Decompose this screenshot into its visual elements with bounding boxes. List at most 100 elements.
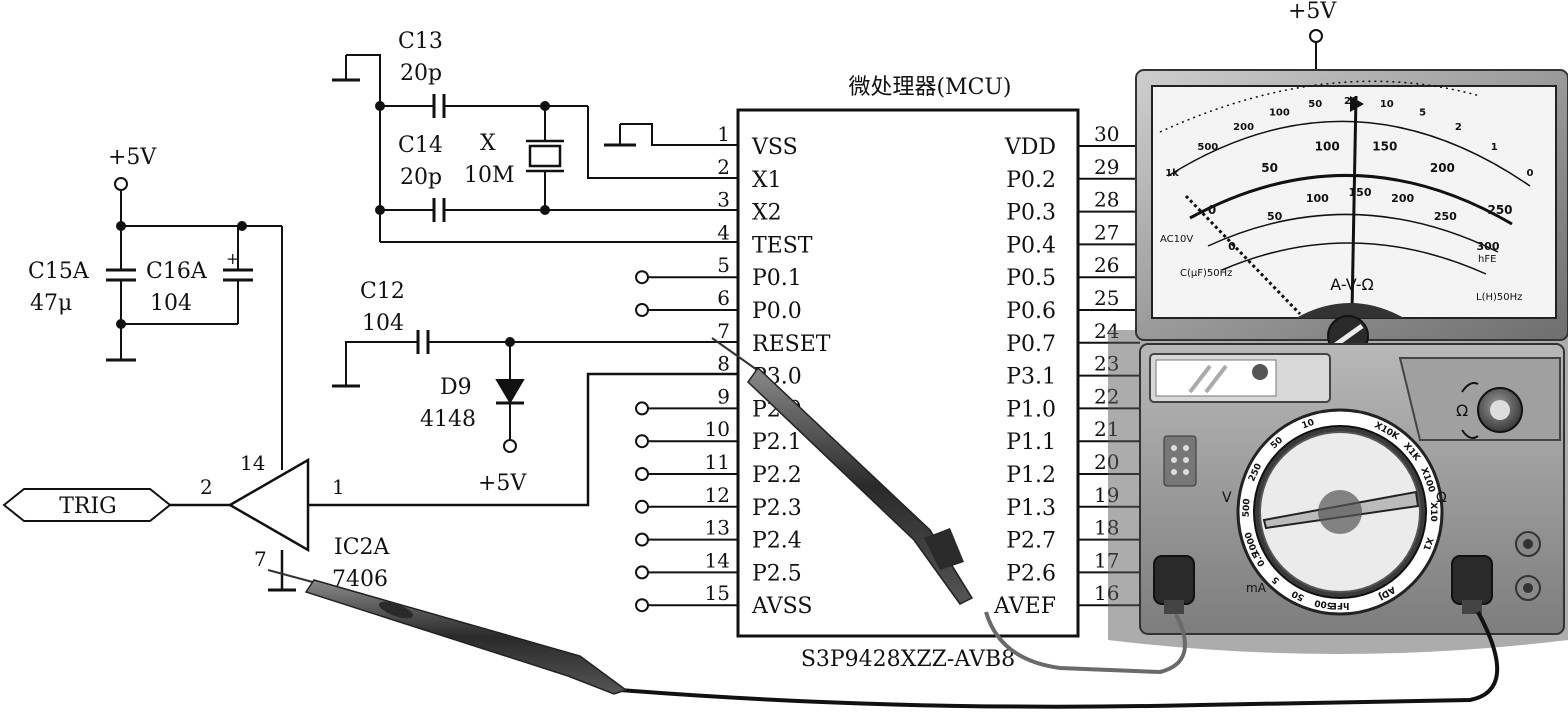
- mcu-pin-number: 5: [717, 253, 730, 277]
- probe-leads: [619, 611, 1500, 709]
- dial-ohm-label: Ω: [1436, 490, 1447, 506]
- meter-scale-label: 1: [1491, 142, 1498, 153]
- c12-name: C12: [360, 279, 405, 304]
- mcu-pin-number: 1: [717, 122, 730, 146]
- meter-scale-label: 0: [1228, 240, 1236, 253]
- open-terminal: [635, 598, 649, 613]
- mcu-pin-name: P1.0: [1006, 397, 1056, 422]
- ic2a-pin-vcc: 14: [240, 451, 265, 475]
- ic2a-pin-gnd: 7: [254, 547, 267, 571]
- open-pin-terminals: [635, 270, 652, 613]
- open-terminal: [635, 434, 649, 449]
- meter-scale-label: 0: [1527, 168, 1534, 179]
- mcu-pin-name: X2: [752, 201, 782, 226]
- c14-name: C14: [398, 133, 443, 158]
- trig-label: TRIG: [59, 494, 117, 519]
- range-dial-label: X1: [1420, 536, 1434, 552]
- multimeter: +5V 1k5002001005020105210 05010015020025…: [1108, 0, 1568, 654]
- dial-ma-label: mA: [1246, 581, 1267, 595]
- mcu-pin-number: 8: [717, 352, 730, 376]
- mcu-pin-name: P3.1: [1006, 365, 1056, 390]
- open-terminal: [635, 303, 649, 317]
- mcu-pin-number: 29: [1094, 155, 1119, 179]
- open-terminal: [635, 270, 649, 285]
- mcu-left-pins: 1VSS2X13X24TEST5P0.16P0.07RESET8P3.09P2.…: [652, 122, 831, 619]
- meter-scale-label: 0: [1208, 203, 1216, 217]
- c12-value: 104: [362, 311, 404, 336]
- trig-connector: TRIG: [2, 488, 172, 522]
- red-probe[interactable]: [711, 337, 974, 605]
- open-terminal: [635, 499, 649, 514]
- open-terminal: [635, 467, 649, 481]
- c13-name: C13: [398, 29, 443, 54]
- mcu-pin-name: P0.6: [1006, 299, 1056, 324]
- meter-scale-label: 1k: [1165, 168, 1179, 179]
- mcu-pin-number: 14: [705, 548, 730, 572]
- mcu-pin-number: 7: [717, 319, 730, 343]
- mcu-pin-number: 25: [1094, 286, 1119, 310]
- oscillator-junctions: [375, 101, 550, 215]
- mcu-pin-name: P0.4: [1006, 233, 1056, 258]
- oscillator-circuit: [332, 54, 738, 243]
- jack-common[interactable]: [1451, 555, 1493, 605]
- ic2a-pin-out: 2: [200, 475, 213, 499]
- c15a-name: C15A: [28, 259, 90, 284]
- meter-label-cap: C(μF)50Hz: [1180, 268, 1232, 279]
- ic2a-pin-in: 1: [332, 475, 345, 499]
- mcu-right-pins: 30VDD29P0.228P0.327P0.426P0.525P0.624P0.…: [993, 122, 1140, 619]
- c15a-value: 47μ: [30, 291, 72, 316]
- d9-supply-label: +5V: [478, 471, 527, 496]
- c16a-value: 104: [150, 291, 192, 316]
- power-junctions: [116, 221, 247, 329]
- meter-label-ac10v: AC10V: [1160, 234, 1193, 245]
- mcu-pin-name: VDD: [1004, 135, 1056, 160]
- mcu-part-number: S3P9428XZZ-AVB8: [801, 647, 1015, 672]
- mcu-pin-name: X1: [752, 168, 782, 193]
- mcu-pin-name: P0.5: [1006, 266, 1056, 291]
- meter-scale-label: 300: [1477, 240, 1500, 253]
- mcu-pin-number: 12: [705, 483, 730, 507]
- c16a-polarity: +: [226, 249, 239, 268]
- mcu-pin-name: P2.3: [752, 496, 802, 521]
- mcu-pin-name: P2.5: [752, 561, 802, 586]
- open-terminal: [635, 532, 649, 547]
- range-dial-label: 500: [1242, 498, 1253, 517]
- mcu-pin-name: P0.2: [1006, 168, 1056, 193]
- mcu-pin-name: P1.1: [1006, 430, 1056, 455]
- c14-value: 20p: [400, 165, 442, 190]
- mcu-pin-number: 3: [717, 188, 730, 212]
- meter-scale-label: 50: [1308, 99, 1322, 110]
- mcu-pin-name: P0.0: [752, 299, 802, 324]
- range-dial-label: 5: [1270, 574, 1281, 586]
- jack-positive[interactable]: [1153, 555, 1195, 605]
- reset-circuit: [332, 330, 738, 453]
- c13-value: 20p: [400, 61, 442, 86]
- meter-scale-label: 50: [1261, 161, 1278, 175]
- mcu-chip: 微处理器(MCU) S3P9428XZZ-AVB8 1VSS2X13X24TES…: [652, 75, 1140, 672]
- reset-junction: [505, 337, 515, 347]
- meter-needle: [1350, 95, 1358, 313]
- mcu-pin-name: P0.1: [752, 266, 802, 291]
- meter-scale-label: 10: [1380, 99, 1394, 110]
- mcu-title: 微处理器(MCU): [848, 75, 1011, 100]
- d9-name: D9: [440, 375, 472, 400]
- black-probe[interactable]: [267, 569, 628, 695]
- meter-scale-label: 150: [1349, 186, 1372, 199]
- range-dial-label: 500: [1314, 597, 1334, 610]
- mcu-pin-number: 6: [717, 286, 730, 310]
- mcu-pin-name: P2.1: [752, 430, 802, 455]
- mcu-pin-number: 11: [705, 450, 730, 474]
- open-terminal: [635, 565, 649, 580]
- mcu-pin-name: AVEF: [993, 594, 1056, 619]
- range-dial-label: 50: [1290, 588, 1306, 603]
- meter-scale-label: 50: [1267, 210, 1283, 223]
- range-dial-label: 10: [1301, 418, 1316, 432]
- mcu-pin-number: 28: [1094, 188, 1119, 212]
- mcu-pin-name: TEST: [752, 233, 813, 258]
- mcu-pin-number: 30: [1094, 122, 1119, 146]
- mcu-pin-name: P1.2: [1006, 463, 1056, 488]
